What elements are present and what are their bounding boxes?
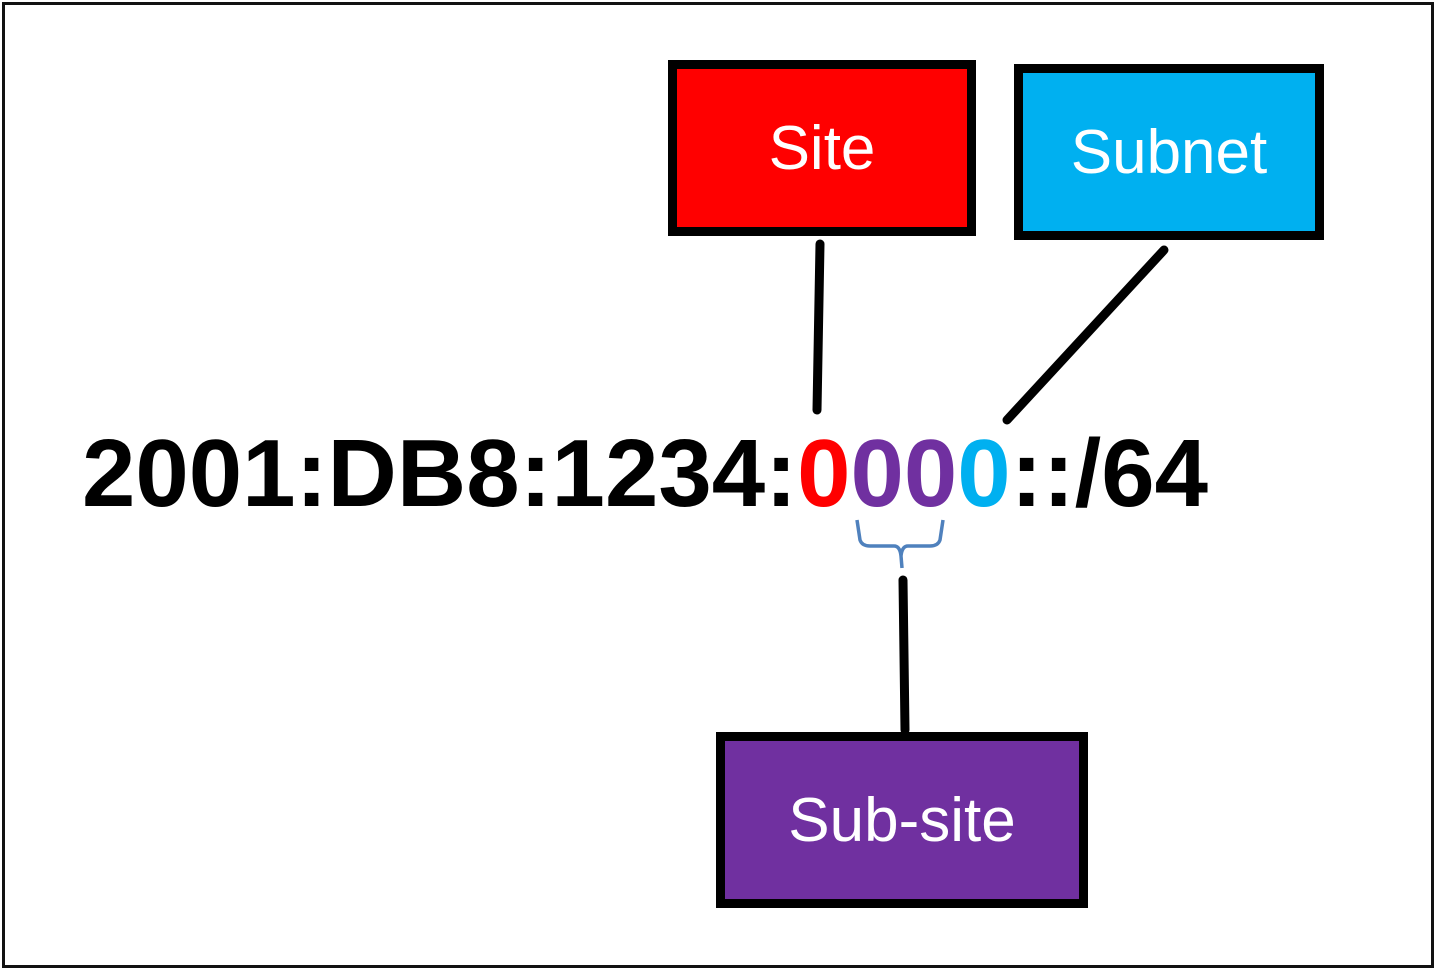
ipv6-address: 2001:DB8:1234:0000::/64 [82, 424, 1208, 524]
site-box: Site [668, 60, 976, 236]
subnet-box: Subnet [1014, 64, 1324, 240]
subsite-brace [855, 519, 945, 569]
subsite-box: Sub-site [716, 732, 1088, 908]
subsite-connector-line [898, 575, 910, 735]
address-suffix: ::/64 [1010, 420, 1209, 527]
site-box-label: Site [768, 113, 876, 183]
subnet-connector-line [1002, 245, 1169, 425]
address-subsite-digits: 00 [850, 420, 958, 527]
address-site-digit: 0 [797, 420, 851, 527]
address-prefix: 2001:DB8:1234: [82, 420, 798, 527]
address-subnet-digit: 0 [957, 420, 1011, 527]
subsite-box-label: Sub-site [788, 785, 1016, 855]
site-connector-line [812, 239, 825, 415]
subnet-box-label: Subnet [1070, 117, 1268, 187]
